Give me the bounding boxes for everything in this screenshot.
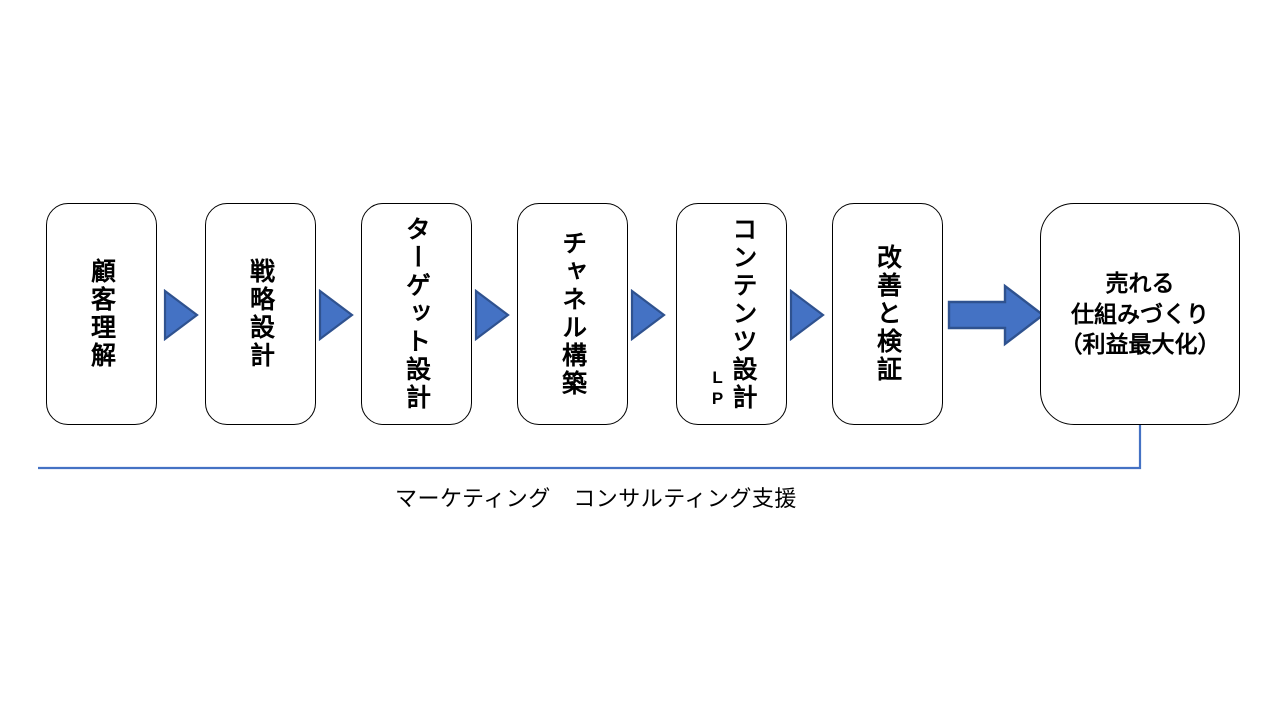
step-3-text-wrap: ターゲット設計 — [403, 216, 431, 412]
step-1-text-wrap: 顧客理解 — [88, 258, 116, 370]
goal-line-1: 売れる — [1105, 270, 1175, 297]
triangle-arrow-icon — [789, 288, 825, 342]
process-step-4-label: チャネル構築 — [558, 230, 587, 398]
process-step-5[interactable]: コンテンツ設計 LP — [676, 203, 787, 425]
triangle-arrow-icon — [318, 288, 354, 342]
connector-arrow-1 — [163, 288, 199, 342]
triangle-arrow-icon — [630, 288, 666, 342]
triangle-arrow-icon — [163, 288, 199, 342]
connector-arrow-3 — [474, 288, 510, 342]
process-step-4[interactable]: チャネル構築 — [517, 203, 628, 425]
scope-bracket — [36, 420, 1146, 474]
step-5-text-wrap: コンテンツ設計 LP — [706, 216, 757, 412]
goal-line-2: 仕組みづくり — [1071, 300, 1209, 327]
scope-caption: マーケティング コンサルティング支援 — [395, 486, 797, 511]
connector-arrow-5 — [789, 288, 825, 342]
step-2-text-wrap: 戦略設計 — [247, 258, 275, 370]
block-arrow-icon — [947, 283, 1045, 347]
goal-line-3: （利益最大化） — [1059, 331, 1221, 358]
process-step-1[interactable]: 顧客理解 — [46, 203, 157, 425]
process-step-3-label: ターゲット設計 — [402, 216, 431, 412]
step-6-text-wrap: 改善と検証 — [874, 244, 902, 384]
connector-arrow-6 — [947, 283, 1045, 347]
connector-arrow-4 — [630, 288, 666, 342]
process-step-6-label: 改善と検証 — [873, 244, 902, 384]
goal-box[interactable]: 売れる 仕組みづくり （利益最大化） — [1040, 203, 1240, 425]
process-step-1-label: 顧客理解 — [87, 258, 116, 370]
process-step-6[interactable]: 改善と検証 — [832, 203, 943, 425]
process-step-3[interactable]: ターゲット設計 — [361, 203, 472, 425]
process-step-2-label: 戦略設計 — [246, 258, 275, 370]
triangle-arrow-icon — [474, 288, 510, 342]
step-4-text-wrap: チャネル構築 — [559, 230, 587, 398]
process-step-5-label: コンテンツ設計 — [729, 216, 758, 412]
process-step-5-sublabel: LP — [708, 368, 728, 410]
process-step-2[interactable]: 戦略設計 — [205, 203, 316, 425]
connector-arrow-2 — [318, 288, 354, 342]
scope-bracket-line — [38, 425, 1142, 470]
